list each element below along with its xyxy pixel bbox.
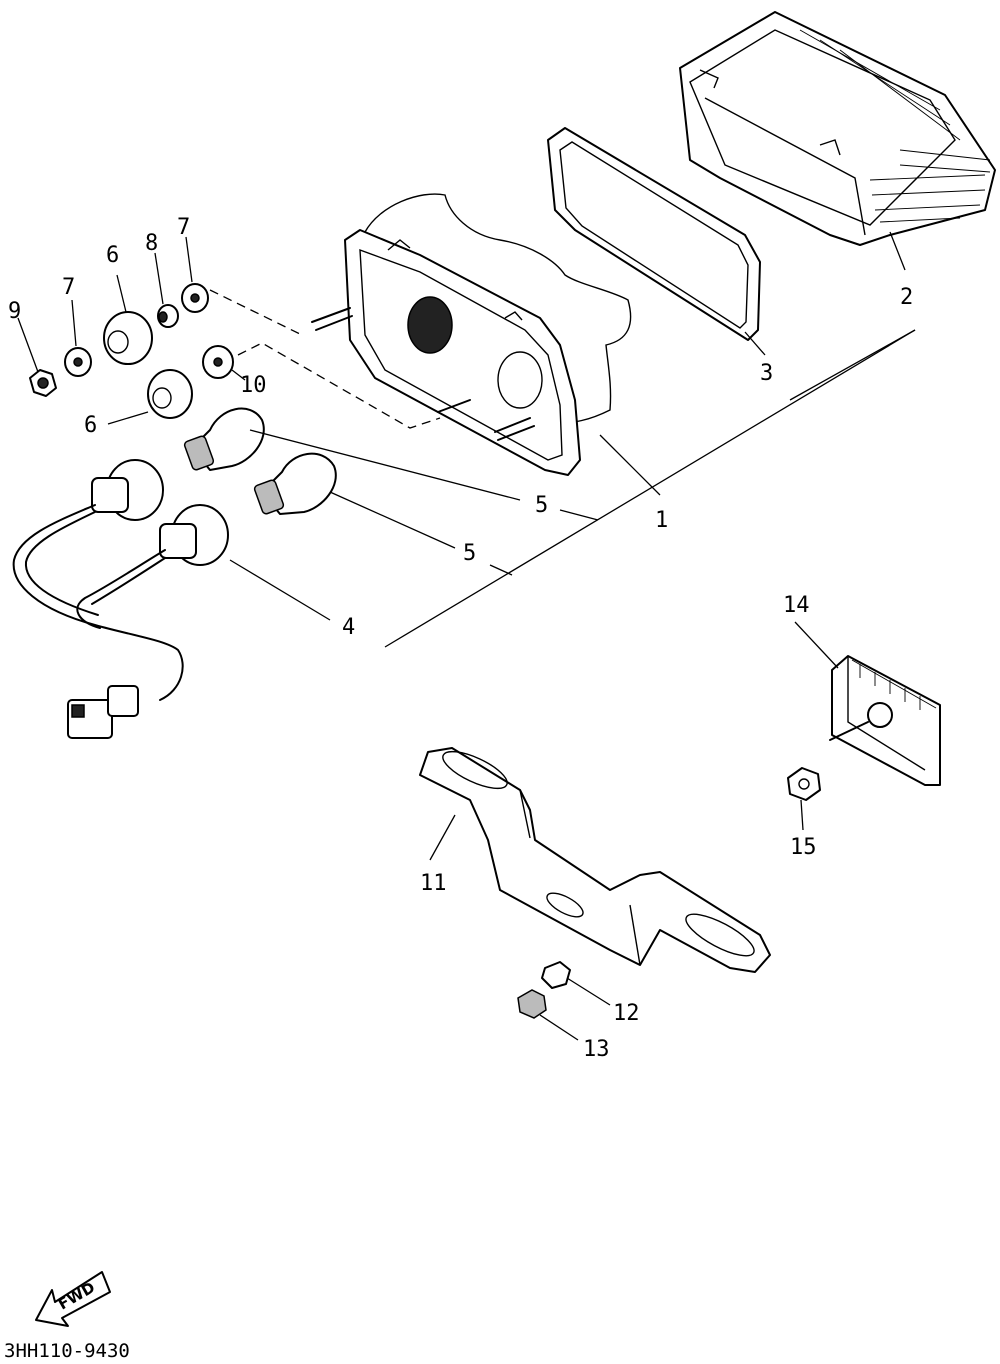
grommet-large	[103, 311, 153, 365]
forward-arrow-icon: FWD	[35, 1271, 111, 1327]
label-part-6-lower: 6	[84, 413, 97, 438]
label-part-4: 4	[342, 615, 355, 640]
grommet-small	[147, 369, 193, 419]
diagram-code: 3HH110-9430	[4, 1340, 130, 1362]
nut-9	[29, 369, 57, 397]
label-part-7-right: 7	[177, 215, 190, 240]
socket-wire-harness	[12, 459, 229, 739]
label-part-7-left: 7	[62, 275, 75, 300]
washer-10	[202, 345, 234, 379]
label-part-10: 10	[240, 373, 267, 398]
alignment-lines	[209, 289, 441, 429]
label-part-12: 12	[613, 1001, 640, 1026]
label-part-15: 15	[790, 835, 817, 860]
lens-gasket	[547, 127, 761, 341]
nut-15	[787, 767, 821, 801]
bulb-upper	[183, 407, 265, 471]
license-bracket	[419, 747, 771, 973]
washer-right	[181, 283, 209, 313]
leader-lines	[17, 231, 916, 1041]
screw-12	[541, 961, 571, 989]
collar	[157, 304, 179, 328]
license-light	[829, 655, 941, 786]
washer-left	[64, 347, 92, 377]
label-part-5-upper: 5	[535, 493, 548, 518]
nut-13	[517, 989, 547, 1019]
label-part-11: 11	[420, 871, 447, 896]
tail-light-housing	[311, 193, 632, 476]
label-part-1: 1	[655, 508, 668, 533]
part-labels: 2 3 1 5 5 4 6 6 7 7 8 9 10 11 12 13 14 1…	[8, 215, 913, 1062]
bulb-lower	[253, 452, 337, 515]
tail-lens	[679, 11, 996, 246]
label-part-9: 9	[8, 299, 21, 324]
label-part-8: 8	[145, 231, 158, 256]
label-part-14: 14	[783, 593, 810, 618]
label-part-5-lower: 5	[463, 541, 476, 566]
label-part-3: 3	[760, 361, 773, 386]
label-part-6-upper: 6	[106, 243, 119, 268]
label-part-2: 2	[900, 285, 913, 310]
label-part-13: 13	[583, 1037, 610, 1062]
